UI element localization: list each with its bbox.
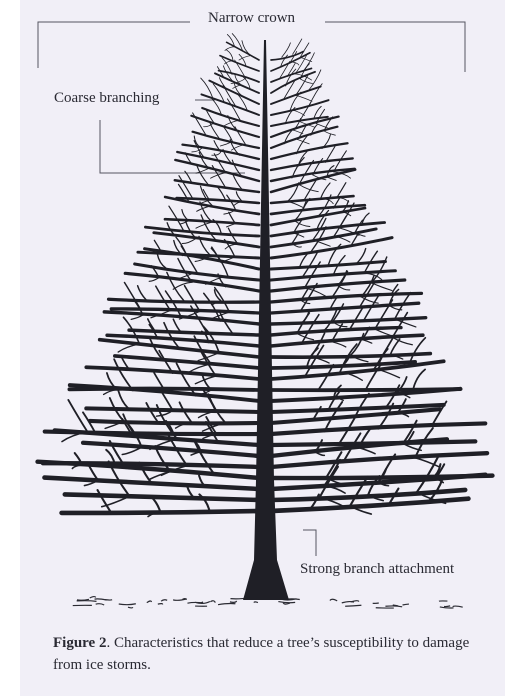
coarse-leader-line: [100, 120, 245, 173]
tree-twig: [320, 183, 330, 199]
tree-branch: [271, 196, 353, 203]
tree-branch: [271, 238, 392, 258]
tree-branch: [271, 222, 385, 236]
tree-twig: [173, 319, 181, 332]
tree-twig: [349, 307, 363, 330]
tree-twig: [324, 131, 335, 135]
tree-twig: [332, 342, 346, 347]
ground-mark: [119, 604, 136, 605]
ground-mark: [342, 602, 354, 603]
tree-twig: [220, 312, 233, 334]
tree-twig: [327, 177, 336, 180]
tree-branch: [271, 453, 487, 467]
tree-twig: [114, 359, 133, 390]
tree-twig: [138, 286, 147, 300]
tree-branch: [175, 160, 259, 181]
tree-twig: [337, 183, 346, 198]
ground-mark: [187, 602, 203, 603]
ground-mark: [444, 606, 450, 607]
tree-twig: [149, 278, 159, 282]
tree-branch: [129, 330, 259, 335]
tree-twig: [413, 369, 425, 389]
ground-mark: [77, 601, 97, 602]
ground-mark: [96, 604, 105, 605]
ground-mark: [254, 602, 258, 603]
ground-mark: [147, 601, 152, 603]
ground-mark: [161, 600, 167, 601]
tree-twig: [194, 441, 215, 475]
tree-twig: [212, 152, 221, 155]
tree-twig: [118, 391, 129, 409]
tree-twig: [150, 471, 170, 479]
tree-branch: [219, 71, 259, 82]
tree-twig: [146, 403, 157, 422]
ground-mark: [218, 604, 235, 605]
ground-mark: [330, 599, 337, 601]
tree-twig: [287, 202, 302, 208]
ground-mark: [90, 597, 96, 598]
crown-bracket-right: [325, 22, 465, 72]
ground-mark: [278, 602, 295, 603]
tree-twig: [197, 205, 212, 211]
ground-mark: [210, 601, 215, 603]
ground-mark: [385, 606, 402, 607]
tree-twig: [333, 304, 344, 322]
tree-twig: [296, 95, 312, 101]
narrow-crown-label: Narrow crown: [208, 10, 295, 27]
tree-twig: [352, 234, 358, 244]
strong-attachment-label: Strong branch attachment: [300, 561, 454, 578]
figure: Narrow crown Coarse branching Strong bra…: [20, 0, 505, 696]
ground-mark: [453, 606, 463, 607]
tree-branch: [271, 143, 348, 159]
tree-twig: [150, 338, 163, 360]
tree-branch: [271, 303, 419, 313]
tree-twig: [131, 315, 143, 319]
tree-twig: [302, 251, 318, 277]
tree-twig: [366, 364, 381, 390]
tree-twig: [294, 221, 309, 227]
ground-mark: [158, 604, 163, 605]
strong-leader-line: [303, 530, 316, 556]
ground-mark: [230, 601, 237, 602]
tree-twig: [122, 447, 141, 454]
tree-twig: [357, 249, 366, 264]
tree-branch: [271, 293, 421, 302]
coarse-branching-label: Coarse branching: [54, 90, 159, 107]
tree-branch: [271, 127, 337, 148]
tree-branch: [65, 494, 259, 500]
tree-twig: [299, 185, 318, 192]
tree-twig: [293, 39, 302, 54]
tree-branch: [115, 356, 259, 368]
tree-twig: [118, 344, 139, 352]
ground-mark: [345, 605, 361, 606]
tree-twig: [282, 43, 291, 57]
tree-branch: [145, 249, 259, 269]
figure-caption: Figure 2. Characteristics that reduce a …: [53, 632, 493, 676]
tree-twig: [156, 286, 171, 310]
tree-twig: [294, 233, 304, 237]
ground-mark: [440, 607, 454, 608]
tree-branch: [90, 421, 259, 423]
caption-text: . Characteristics that reduce a tree’s s…: [53, 635, 469, 673]
crown-bracket-left: [38, 22, 190, 68]
tree-twig: [323, 308, 338, 332]
tree-twig: [173, 282, 192, 289]
tree-twig: [362, 340, 372, 344]
ground-mark: [128, 607, 133, 608]
tree-twig: [198, 353, 219, 361]
tree-twig: [177, 363, 196, 395]
figure-number: Figure 2: [53, 635, 106, 651]
tree-twig: [227, 195, 236, 210]
tree-twig: [157, 254, 165, 268]
tree-twig: [215, 288, 230, 313]
tree-twig: [235, 127, 246, 145]
tree-twig: [359, 448, 375, 454]
tree-twig: [182, 238, 196, 243]
tree-twig: [392, 313, 407, 338]
tree-twig: [189, 364, 211, 372]
ground-mark: [173, 599, 187, 600]
ground-mark: [403, 604, 409, 605]
